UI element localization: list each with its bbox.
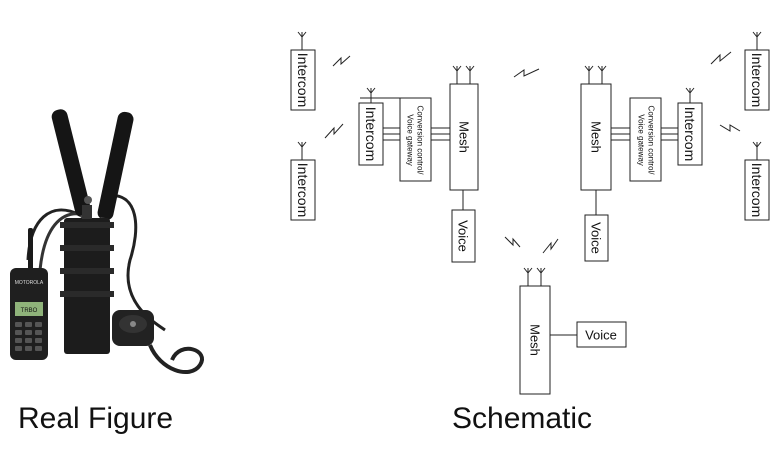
radio-antenna	[28, 228, 33, 272]
lightning-icon	[504, 236, 521, 248]
schematic-labels: Intercom Intercom Intercom Conversion co…	[295, 53, 765, 356]
intercom-box-top-left	[290, 49, 316, 111]
antenna-icon	[297, 141, 307, 160]
speaker-cable	[104, 193, 166, 332]
voice-label: Voice	[589, 222, 604, 254]
intercom-box-bottom-right	[744, 159, 770, 221]
caption-real-figure: Real Figure	[18, 402, 174, 435]
voice-box-left	[451, 209, 476, 263]
gateway-label-line1: Conversion control/	[416, 106, 425, 176]
lightning-icon	[719, 124, 741, 132]
lightning-icon	[324, 123, 344, 139]
antenna-icon	[366, 87, 376, 103]
gateway-box-left	[399, 97, 432, 182]
lightning-icon	[513, 68, 540, 78]
voice-box-bottom	[576, 321, 627, 348]
antenna-icon	[752, 31, 762, 50]
intercom-label: Intercom	[682, 107, 698, 161]
intercom-box-top-right	[744, 49, 770, 111]
mesh-box-bottom	[519, 285, 551, 395]
gateway-label-line2: Voice gateway	[406, 114, 415, 166]
handheld-radio: MOTOROLA TRBO	[10, 228, 48, 360]
radio-brand: MOTOROLA	[15, 280, 44, 286]
intercom-label: Intercom	[295, 53, 311, 107]
mesh-box-right	[580, 83, 612, 191]
antenna-right	[97, 111, 134, 229]
intercom-box-right	[677, 102, 703, 166]
radio-screen-text: TRBO	[21, 308, 38, 314]
voice-label: Voice	[456, 220, 471, 252]
antenna-icon	[297, 31, 307, 50]
voice-label: Voice	[585, 328, 617, 343]
radio-keypad	[15, 322, 42, 351]
radio-screen	[15, 302, 43, 316]
lightning-icon	[542, 238, 559, 254]
antenna-icon	[523, 267, 546, 286]
mesh-device-body	[64, 218, 110, 354]
intercom-label: Intercom	[749, 163, 765, 217]
lightning-icon	[710, 51, 732, 65]
gateway-label-line2: Voice gateway	[637, 114, 646, 166]
antenna-icon	[584, 65, 607, 84]
intercom-label: Intercom	[749, 53, 765, 107]
antenna-icon	[752, 141, 762, 160]
caption-schematic: Schematic	[452, 402, 593, 435]
intercom-label: Intercom	[363, 107, 379, 161]
intercom-box-left	[358, 102, 384, 166]
mesh-label: Mesh	[457, 121, 472, 153]
gateway-label-line1: Conversion control/	[647, 106, 656, 176]
schematic	[290, 31, 770, 395]
mesh-label: Mesh	[528, 324, 543, 356]
antenna-icon	[452, 65, 475, 84]
real-device-illustration: MOTOROLA TRBO	[10, 109, 204, 375]
mesh-box-left	[449, 83, 479, 191]
lightning-icon	[332, 55, 351, 67]
gateway-box-right	[629, 97, 662, 182]
voice-box-right	[584, 214, 609, 262]
mesh-label: Mesh	[589, 121, 604, 153]
antenna-icon	[685, 87, 695, 103]
intercom-box-bottom-left	[290, 159, 316, 221]
speaker-microphone	[112, 310, 154, 346]
intercom-label: Intercom	[295, 163, 311, 217]
coiled-cable	[148, 344, 204, 375]
